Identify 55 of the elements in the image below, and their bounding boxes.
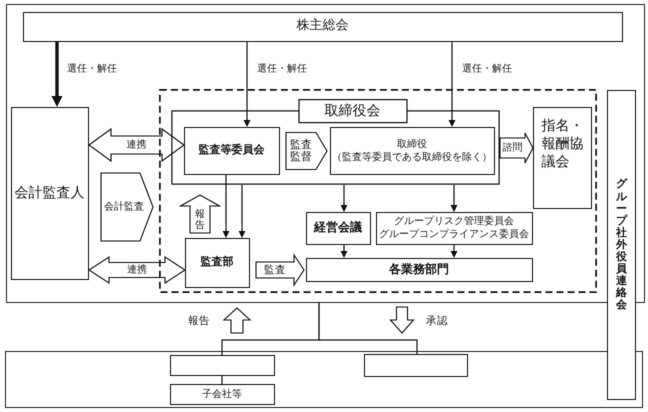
- board-name: 取締役会: [324, 102, 382, 120]
- arrow: [238, 185, 246, 238]
- edge-label: 連携: [126, 139, 146, 151]
- org-name: 会計監査人: [14, 184, 84, 202]
- org-box: [376, 212, 532, 244]
- org-name: グループコンプライアンス委員会: [379, 228, 529, 241]
- org-box: [364, 354, 468, 376]
- arrow: [340, 245, 348, 258]
- org-box: [184, 126, 280, 174]
- org-name: 監査等委員会: [198, 143, 264, 158]
- org-name: 監査部: [200, 255, 234, 270]
- org-name: 各業務部門: [389, 262, 449, 278]
- org-name: 取締役: [397, 138, 427, 150]
- org-name: 株主総会: [296, 18, 348, 35]
- subsidiary-frame: [5, 351, 643, 408]
- block-arrow: [222, 307, 252, 334]
- vertical-band: [607, 90, 636, 400]
- org-box: [22, 12, 622, 42]
- org-name: グループリスク管理委員会: [394, 215, 514, 228]
- edge-label: 選任・解任: [462, 63, 512, 75]
- org-box: [532, 106, 592, 208]
- org-name: グループ社外役員連絡会: [616, 178, 627, 312]
- arrow: [450, 245, 458, 258]
- edge-label: 選任・解任: [67, 63, 117, 75]
- org-box: [10, 106, 88, 280]
- edge-label: 選任・解任: [257, 63, 307, 75]
- connector-line: [318, 303, 418, 354]
- edge-label: 連携: [127, 264, 147, 276]
- org-box: [306, 212, 370, 244]
- dashed-group-frame: [158, 88, 596, 292]
- org-name: 子会社等: [202, 388, 242, 400]
- org-box: [330, 126, 494, 174]
- org-name: （監査等委員である取締役を除く）: [332, 150, 492, 164]
- org-name: 指名・報酬協議会: [542, 116, 584, 172]
- edge-label: 監査監督: [290, 138, 312, 164]
- arrow: [448, 42, 456, 127]
- pentagon-arrow: [100, 172, 154, 242]
- org-box: [306, 258, 532, 282]
- org-box: [170, 384, 274, 404]
- edge-label: 監査: [264, 264, 286, 276]
- arrow: [450, 185, 458, 212]
- board-frame: [170, 98, 500, 184]
- org-box: [170, 354, 274, 376]
- edge-label: 承認: [426, 314, 448, 328]
- arrow: [244, 42, 250, 127]
- block-arrow: [389, 306, 415, 334]
- edge-label: 報告: [195, 208, 205, 230]
- edge-label: 会計監査: [104, 201, 144, 213]
- edge-label: 報告: [188, 314, 210, 328]
- arrow: [222, 175, 230, 238]
- arrow: [340, 185, 348, 212]
- edge-label: 諮問: [502, 142, 522, 154]
- org-name: 経営会議: [314, 220, 362, 236]
- arrow: [52, 42, 62, 107]
- org-box: [184, 238, 250, 288]
